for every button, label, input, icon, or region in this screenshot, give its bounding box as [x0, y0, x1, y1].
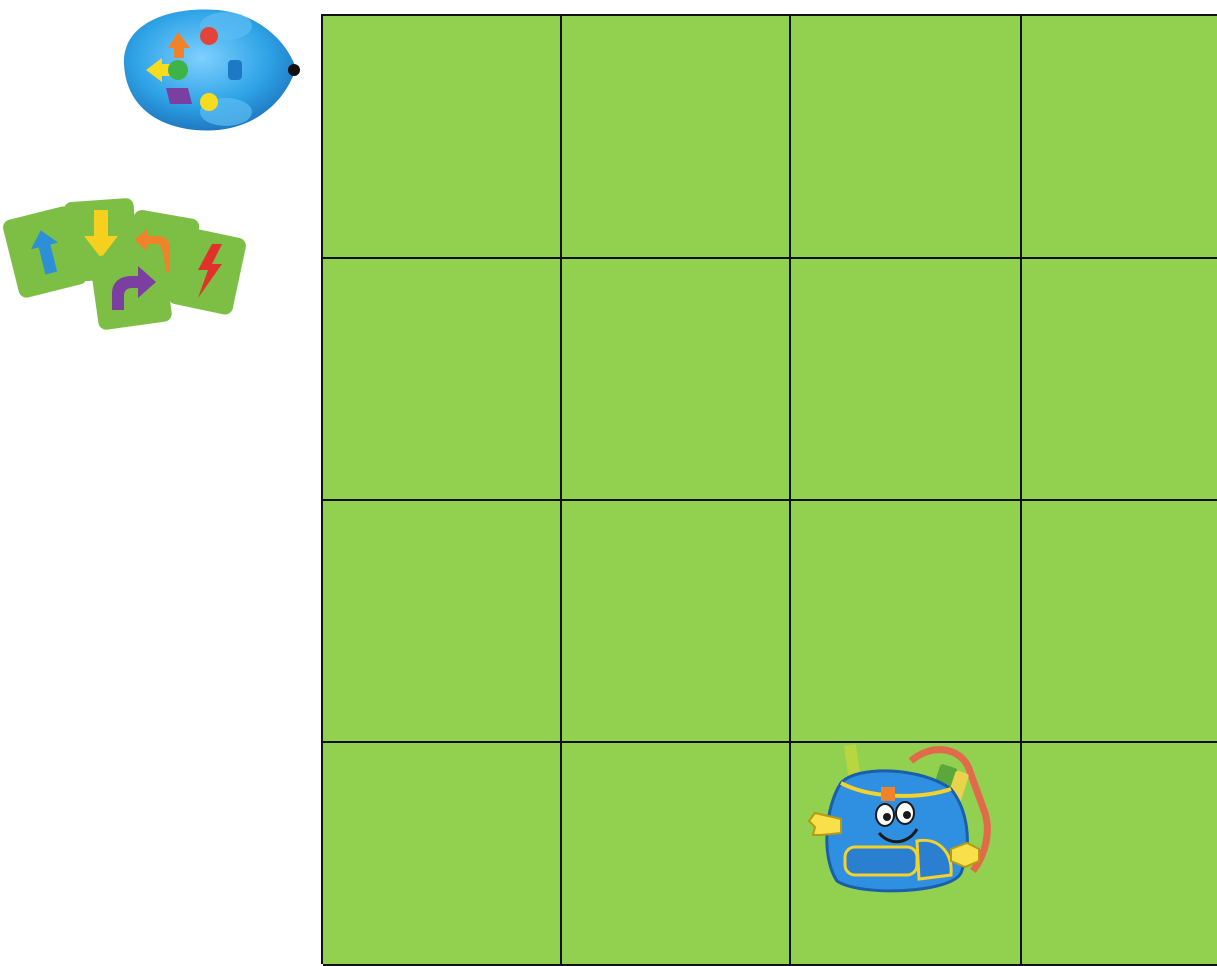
board-cell-r2-c4[interactable]: [1022, 259, 1217, 501]
turn-right-card-icon: [89, 247, 173, 331]
card-stack-graphic: [2, 196, 250, 336]
robot-mouse-icon: [108, 4, 304, 138]
coding-card-stack[interactable]: [2, 196, 250, 336]
board-cell-r1-c4[interactable]: [1022, 16, 1217, 259]
board-cell-r2-c2[interactable]: [562, 259, 791, 501]
board-cell-r3-c2[interactable]: [562, 501, 791, 743]
board-cell-r1-c1[interactable]: [323, 16, 562, 259]
board-cell-r2-c3[interactable]: [791, 259, 1022, 501]
board-cell-r4-c1[interactable]: [323, 743, 562, 966]
backpack-icon[interactable]: [801, 743, 1011, 899]
board-cell-r3-c4[interactable]: [1022, 501, 1217, 743]
board-cell-r4-c2[interactable]: [562, 743, 791, 966]
board-cell-r2-c1[interactable]: [323, 259, 562, 501]
board-cell-r1-c3[interactable]: [791, 16, 1022, 259]
board-cell-r3-c1[interactable]: [323, 501, 562, 743]
robot-mouse[interactable]: [108, 4, 304, 138]
game-board: [321, 14, 1217, 964]
board-cell-r4-c4[interactable]: [1022, 743, 1217, 966]
board-cell-r3-c3[interactable]: [791, 501, 1022, 743]
board-cell-r4-c3[interactable]: [791, 743, 1022, 966]
board-cell-r1-c2[interactable]: [562, 16, 791, 259]
